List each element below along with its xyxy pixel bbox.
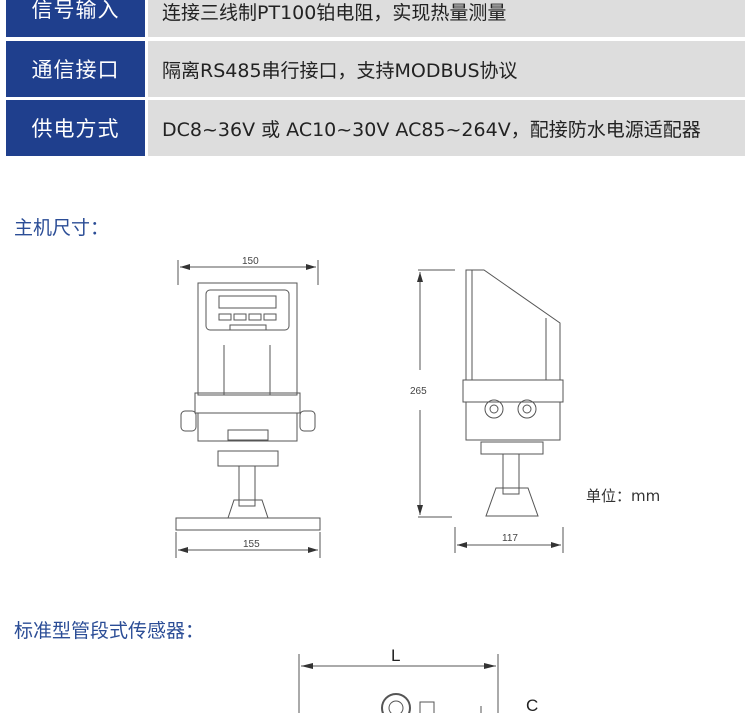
dim-width-bottom: 155 xyxy=(243,539,260,550)
spec-label: 供电方式 xyxy=(6,100,145,156)
spec-value: DC8~36V 或 AC10~30V AC85~264V，配接防水电源适配器 xyxy=(148,100,745,156)
spec-value: 隔离RS485串行接口，支持MODBUS协议 xyxy=(148,41,745,97)
spec-label: 通信接口 xyxy=(6,41,145,97)
dim-c: C xyxy=(526,696,538,713)
host-dimensions-heading: 主机尺寸： xyxy=(14,217,110,239)
dim-depth: 117 xyxy=(502,533,518,544)
spec-label: 信号输入 xyxy=(6,0,145,37)
spec-value: 连接三线制PT100铂电阻，实现热量测量 xyxy=(148,0,745,37)
spec-row-signal-input: 信号输入 连接三线制PT100铂电阻，实现热量测量 xyxy=(6,0,745,37)
dim-height: 265 xyxy=(410,386,427,397)
unit-label: 单位：mm xyxy=(586,487,661,505)
sensor-drawing xyxy=(298,654,499,713)
dim-l: L xyxy=(391,646,400,665)
dim-width-top: 150 xyxy=(242,256,259,267)
side-view-drawing: 265 117 xyxy=(410,269,564,553)
spec-row-power: 供电方式 DC8~36V 或 AC10~30V AC85~264V，配接防水电源… xyxy=(6,100,745,156)
spec-row-communication: 通信接口 隔离RS485串行接口，支持MODBUS协议 xyxy=(6,41,745,97)
front-view-drawing: 150 155 xyxy=(175,256,321,558)
sensor-heading: 标准型管段式传感器： xyxy=(14,620,205,642)
arrowheads xyxy=(178,264,561,669)
